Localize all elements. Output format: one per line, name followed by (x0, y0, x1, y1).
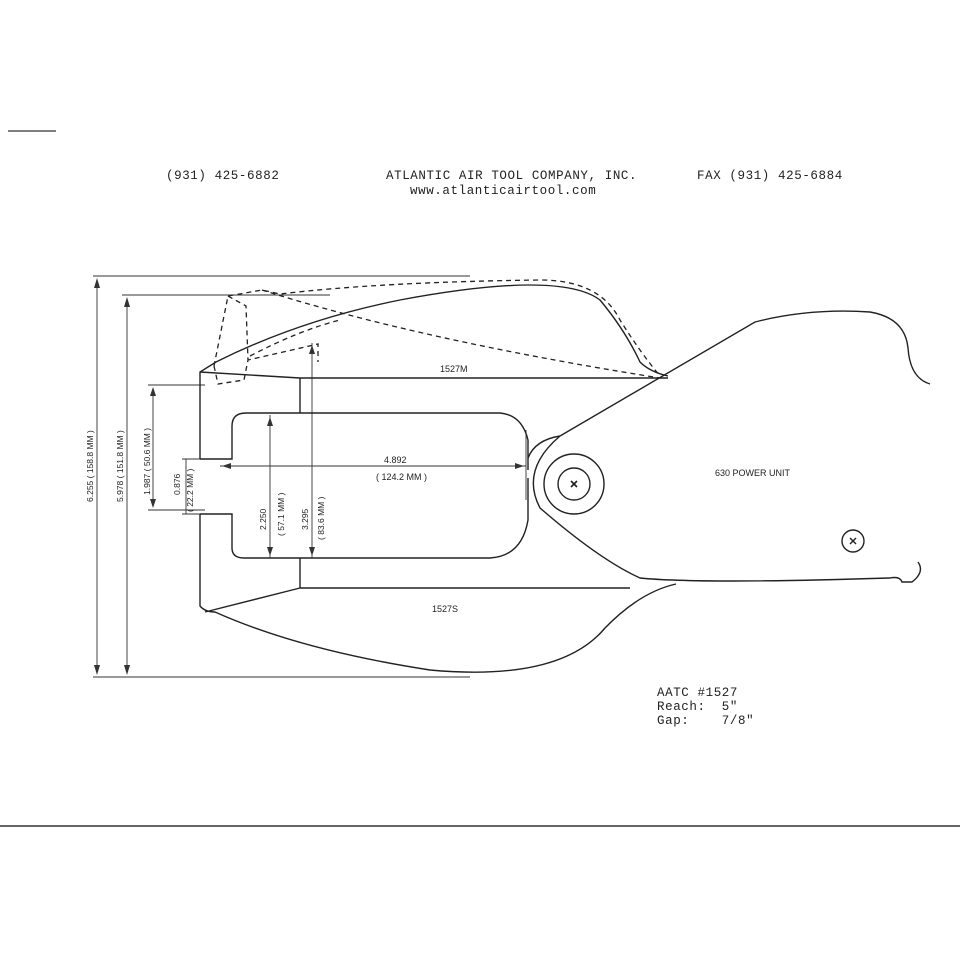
dim-reach-in: 4.892 (384, 455, 407, 465)
dimension-arrows (94, 278, 524, 675)
lower-jaw-1527s (199, 478, 677, 673)
phone-number: (931) 425-6882 (166, 169, 280, 183)
label-1527m: 1527M (440, 364, 468, 374)
label-1527s: 1527S (432, 604, 458, 614)
dim-throat-in: 2.250 (258, 508, 268, 530)
spec-model: AATC #1527 (657, 686, 739, 700)
spec-gap: Gap: 7/8" (657, 714, 755, 728)
dim-height-2: 5.978 ( 151.8 MM ) (115, 430, 125, 502)
dim-reach-mm: ( 124.2 MM ) (376, 472, 427, 482)
company-name: ATLANTIC AIR TOOL COMPANY, INC. (386, 169, 638, 183)
dim-gap-in: 0.876 (172, 473, 182, 495)
label-power-unit: 630 POWER UNIT (715, 468, 791, 478)
power-unit-630 (532, 310, 931, 583)
mount-hole-icon (849, 537, 857, 545)
website[interactable]: www.atlanticairtool.com (410, 184, 597, 198)
spec-block: AATC #1527 Reach: 5" Gap: 7/8" (657, 686, 754, 728)
dimension-lines (93, 275, 527, 678)
dim-throat2-in: 3.295 (300, 508, 310, 530)
open-jaw-dashed-outline (213, 279, 661, 385)
dim-overall-height: 6.255 ( 158.8 MM ) (85, 430, 95, 502)
dim-throat-mm: ( 57.1 MM ) (276, 492, 286, 536)
upper-jaw-1527m (199, 284, 669, 470)
dim-height-3: 1.987 ( 50.6 MM ) (142, 428, 152, 495)
pivot-pin-icon (570, 480, 578, 488)
spec-reach: Reach: 5" (657, 700, 739, 714)
fax-number: FAX (931) 425-6884 (697, 169, 843, 183)
dim-throat2-mm: ( 83.6 MM ) (316, 496, 326, 540)
dim-gap-mm: ( 22.2 MM ) (185, 468, 195, 512)
